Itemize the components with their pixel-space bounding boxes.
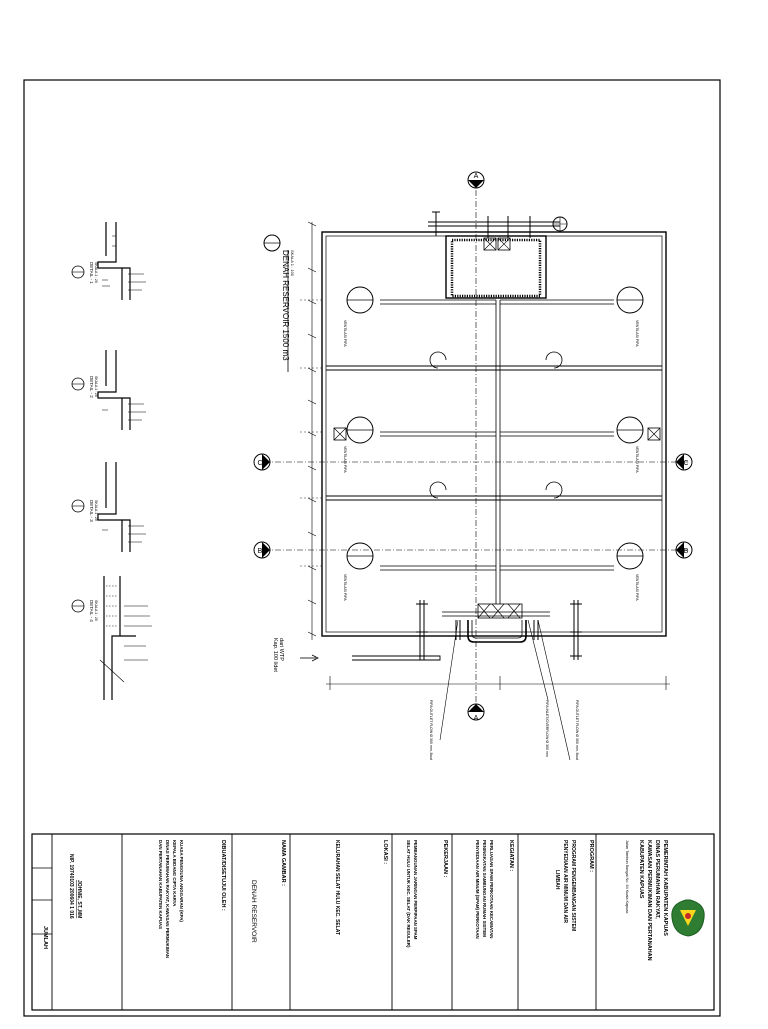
- section-marker-c-right: C: [675, 453, 693, 471]
- section-marker-b-left: B: [253, 541, 271, 559]
- detail-1-title: DETAIL - 1: [89, 262, 94, 284]
- detail-3-scale: SKALA 1 : 20: [94, 500, 98, 521]
- org-line-1: PEMERINTAH KABUPATEN KAPUAS: [662, 840, 668, 936]
- org-line-3: KAWASAN PERMUKIMAN DAN PERTANAHAN: [646, 840, 652, 961]
- kapuas-emblem-logo: [671, 899, 705, 937]
- svg-text:B: B: [258, 548, 263, 555]
- kegiatan-value-3: PENYEDIAAN AIR MINUM (SPAM) PERKOTAAN: [475, 840, 480, 939]
- pipe-note-3: PIPA OUTLET FLOW Ø 300 mm, Baut: [575, 700, 579, 760]
- program-value-3: LIMBAH: [554, 870, 560, 890]
- vent-label-5: VENTILASI PIPA: [635, 446, 639, 473]
- reservoir-plan: dari WTP Kap. 100 l/det PIPA OUTLET FLOW…: [253, 171, 693, 761]
- program-value-2: PENYEDIAAN AIR MINUM DAN AIR: [562, 840, 568, 923]
- org-line-4: KABUPATEN KAPUAS: [638, 840, 644, 899]
- vent-label-1: VENTILASI PIPA: [343, 320, 347, 347]
- sheet-frame: [23, 79, 721, 1017]
- nama-gambar-value: DENAH RESERVOIR: [250, 880, 257, 943]
- vent-label-3: VENTILASI PIPA: [343, 574, 347, 601]
- pekerjaan-label: PEKERJAAN :: [442, 840, 448, 877]
- kegiatan-label: KEGIATAN :: [508, 840, 514, 871]
- disahkan-value-2: KEPALA BIDANG CIPTA KARYA: [172, 840, 177, 907]
- disahkan-label: DIBUAT/DISETUJUI OLEH :: [220, 840, 226, 911]
- detail-2-scale: SKALA 1 : 20: [94, 376, 98, 397]
- svg-text:A: A: [474, 173, 479, 180]
- kegiatan-value-1: PERLUASAN SPAM PERKOTAAN KECAMATAN: [489, 840, 494, 938]
- detail-4-title: DETAIL - 4: [89, 600, 94, 622]
- detail-2: DETAIL - 2 SKALA 1 : 20: [71, 350, 146, 430]
- vent-label-6: VENTILASI PIPA: [635, 574, 639, 601]
- plan-scale: SKALA 1 : 100: [290, 250, 295, 277]
- program-label: PROGRAM :: [588, 840, 594, 872]
- detail-1-scale: SKALA 1 : 20: [94, 262, 98, 283]
- detail-3-title: DETAIL - 3: [89, 500, 94, 522]
- detail-4: DETAIL - 4 SKALA 1 : 20: [71, 576, 152, 700]
- ventilation-pipes: VENTILASI PIPA VENTILASI PIPA VENTILASI …: [333, 286, 661, 601]
- plan-title: DENAH RESERVOIR 1500 m3: [281, 250, 290, 361]
- svg-text:A: A: [474, 715, 479, 722]
- section-marker-c-left: C: [253, 453, 271, 471]
- disahkan-value-1: KUASA PENGGUNA ANGGARAN (KPA): [179, 840, 184, 922]
- plan-title-block: DENAH RESERVOIR 1500 m3 SKALA 1 : 100: [263, 234, 295, 372]
- lokasi-label: LOKASI :: [382, 840, 388, 864]
- inlet-label: dari WTP: [278, 638, 284, 661]
- pump-chamber: [445, 235, 547, 299]
- kegiatan-value-2: PENINGKATAN SAMBUNGAN RUMAH SISTEM: [482, 840, 487, 937]
- signer-nip: NIP. 19740103 200604 1 016: [68, 854, 74, 919]
- pipe-note-2: PIPA INLET/OVERFLOW Ø 300 mm: [545, 700, 549, 757]
- vent-label-4: VENTILASI PIPA: [635, 320, 639, 347]
- detail-2-title: DETAIL - 2: [89, 376, 94, 398]
- section-marker-a-top: A: [467, 171, 485, 189]
- signer-name: JOHNIE, ST.,MM: [76, 880, 82, 918]
- pekerjaan-value-1: PEMBANGUNAN JARINGAN PERPIPAAN SPAM: [413, 840, 418, 940]
- lokasi-value: KELURAHAN SELAT HULU KEC. SELAT: [334, 840, 340, 935]
- svg-text:C: C: [257, 460, 262, 467]
- inlet-capacity: Kap. 100 l/det: [272, 638, 278, 672]
- disahkan-value-4: DAN PERTANAHAN KABUPATEN KAPUAS: [158, 840, 163, 929]
- jumlah-label: JUMLAH: [42, 926, 48, 949]
- svg-text:B: B: [684, 548, 689, 555]
- org-address: Jalan Tambun Bungai No. 64 Kuala Kapuas: [625, 840, 629, 913]
- program-value-1: PROGRAM PENGEMBANGAN SISTEM: [570, 840, 576, 931]
- disahkan-value-3: DINAS PERUMAHAN RAKYAT, KAWASAN PERMUKIM…: [165, 840, 170, 958]
- section-marker-b-right: B: [675, 541, 693, 559]
- org-line-2: DINAS PERUMAHAN RAKYAT,: [654, 840, 660, 919]
- detail-4-scale: SKALA 1 : 20: [94, 600, 98, 621]
- section-marker-a-bottom: A: [467, 703, 485, 722]
- reservoir-outer-wall: [321, 231, 667, 637]
- detail-3: DETAIL - 3 SKALA 1 : 20: [71, 462, 146, 552]
- detail-1: DETAIL - 1 SKALA 1 : 20: [71, 221, 146, 315]
- pipe-note-1: PIPA OUTLET FLOW Ø 300 mm, Baut: [429, 700, 433, 760]
- title-block: PEMERINTAH KABUPATEN KAPUAS DINAS PERUMA…: [31, 833, 715, 1011]
- nama-gambar-label: NAMA GAMBAR :: [280, 840, 286, 886]
- vent-label-2: VENTILASI PIPA: [343, 446, 347, 473]
- pekerjaan-value-2: SELAT HULU UNTUK KEC. SELAT (DAK REGULER…: [406, 840, 411, 948]
- svg-text:C: C: [683, 460, 688, 467]
